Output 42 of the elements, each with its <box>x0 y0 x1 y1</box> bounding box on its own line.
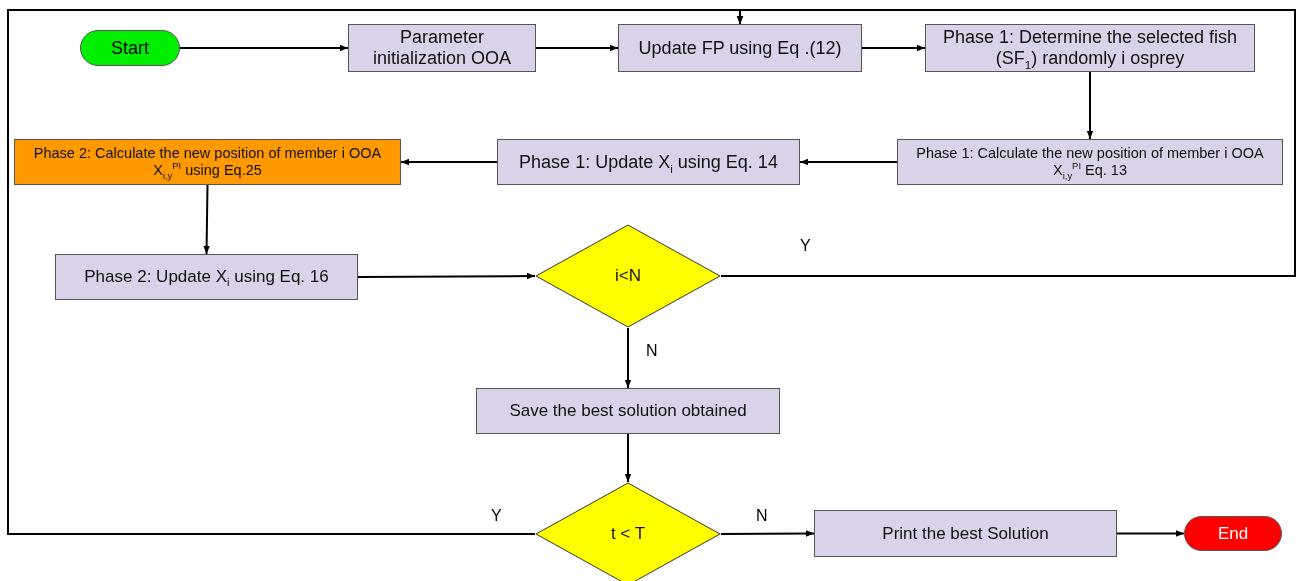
process-box <box>897 139 1283 185</box>
process-box <box>497 139 800 185</box>
arrow <box>7 9 744 535</box>
edge-label: N <box>644 343 660 359</box>
arrow <box>400 158 498 166</box>
process-box <box>814 510 1117 557</box>
arrow <box>624 327 632 389</box>
node-text: i<N <box>614 266 642 286</box>
process-box <box>476 388 780 434</box>
edge-label: Y <box>798 238 813 254</box>
process-box <box>348 24 536 72</box>
node-text: Start <box>110 37 150 59</box>
arrow <box>179 44 349 52</box>
arrow <box>720 530 815 537</box>
arrow <box>861 44 926 52</box>
arrow <box>799 158 898 166</box>
arrow <box>203 184 210 255</box>
node-text: Phase 1: Update X$_{i}$ using Eq. 14 <box>518 151 779 173</box>
arrow <box>1086 71 1094 140</box>
node-text: Phase 2: Calculate the new position of member i OOA X$_{i,y}$$^{PI}$ using Eq.25 <box>32 145 383 179</box>
end-terminal <box>1184 516 1282 551</box>
process-box <box>618 24 862 72</box>
node-text: Print the best Solution <box>881 523 1050 544</box>
node-text: t < T <box>609 524 647 544</box>
node-text: Phase 1: Determine the selected fish (SF$_{1}$) randomly i osprey <box>941 27 1239 69</box>
process-box <box>14 139 401 185</box>
edge-label: N <box>754 508 770 524</box>
start-terminal <box>80 30 180 66</box>
node-text: End <box>1216 523 1250 544</box>
node-text: Update FP using Eq .(12) <box>637 37 843 59</box>
node-text: Phase 2: Update X$_{i}$ using Eq. 16 <box>83 267 330 287</box>
node-text: Phase 1: Calculate the new position of member i OOA X$_{i,y}$$^{PI}$ Eq. 13 <box>915 145 1265 179</box>
arrow <box>624 433 632 483</box>
arrow <box>1116 530 1185 537</box>
process-box <box>925 24 1255 72</box>
edge-label: Y <box>489 508 504 524</box>
arrow <box>535 44 619 52</box>
arrow <box>357 272 536 280</box>
process-box <box>55 254 358 300</box>
arrow <box>720 9 1296 277</box>
node-text: Parameter initialization OOA <box>371 27 513 69</box>
node-text: Save the best solution obtained <box>508 401 748 421</box>
